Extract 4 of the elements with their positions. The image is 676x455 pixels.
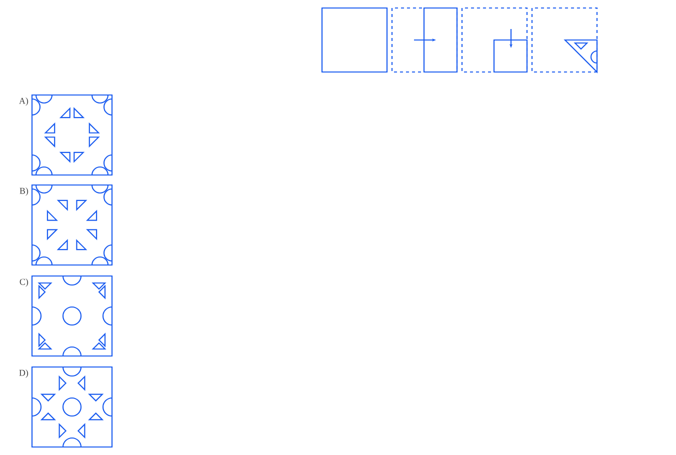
option-label: D) [19,370,28,378]
option-label: A) [19,98,28,106]
option-label: C) [20,278,28,287]
option-label: B) [20,188,28,196]
